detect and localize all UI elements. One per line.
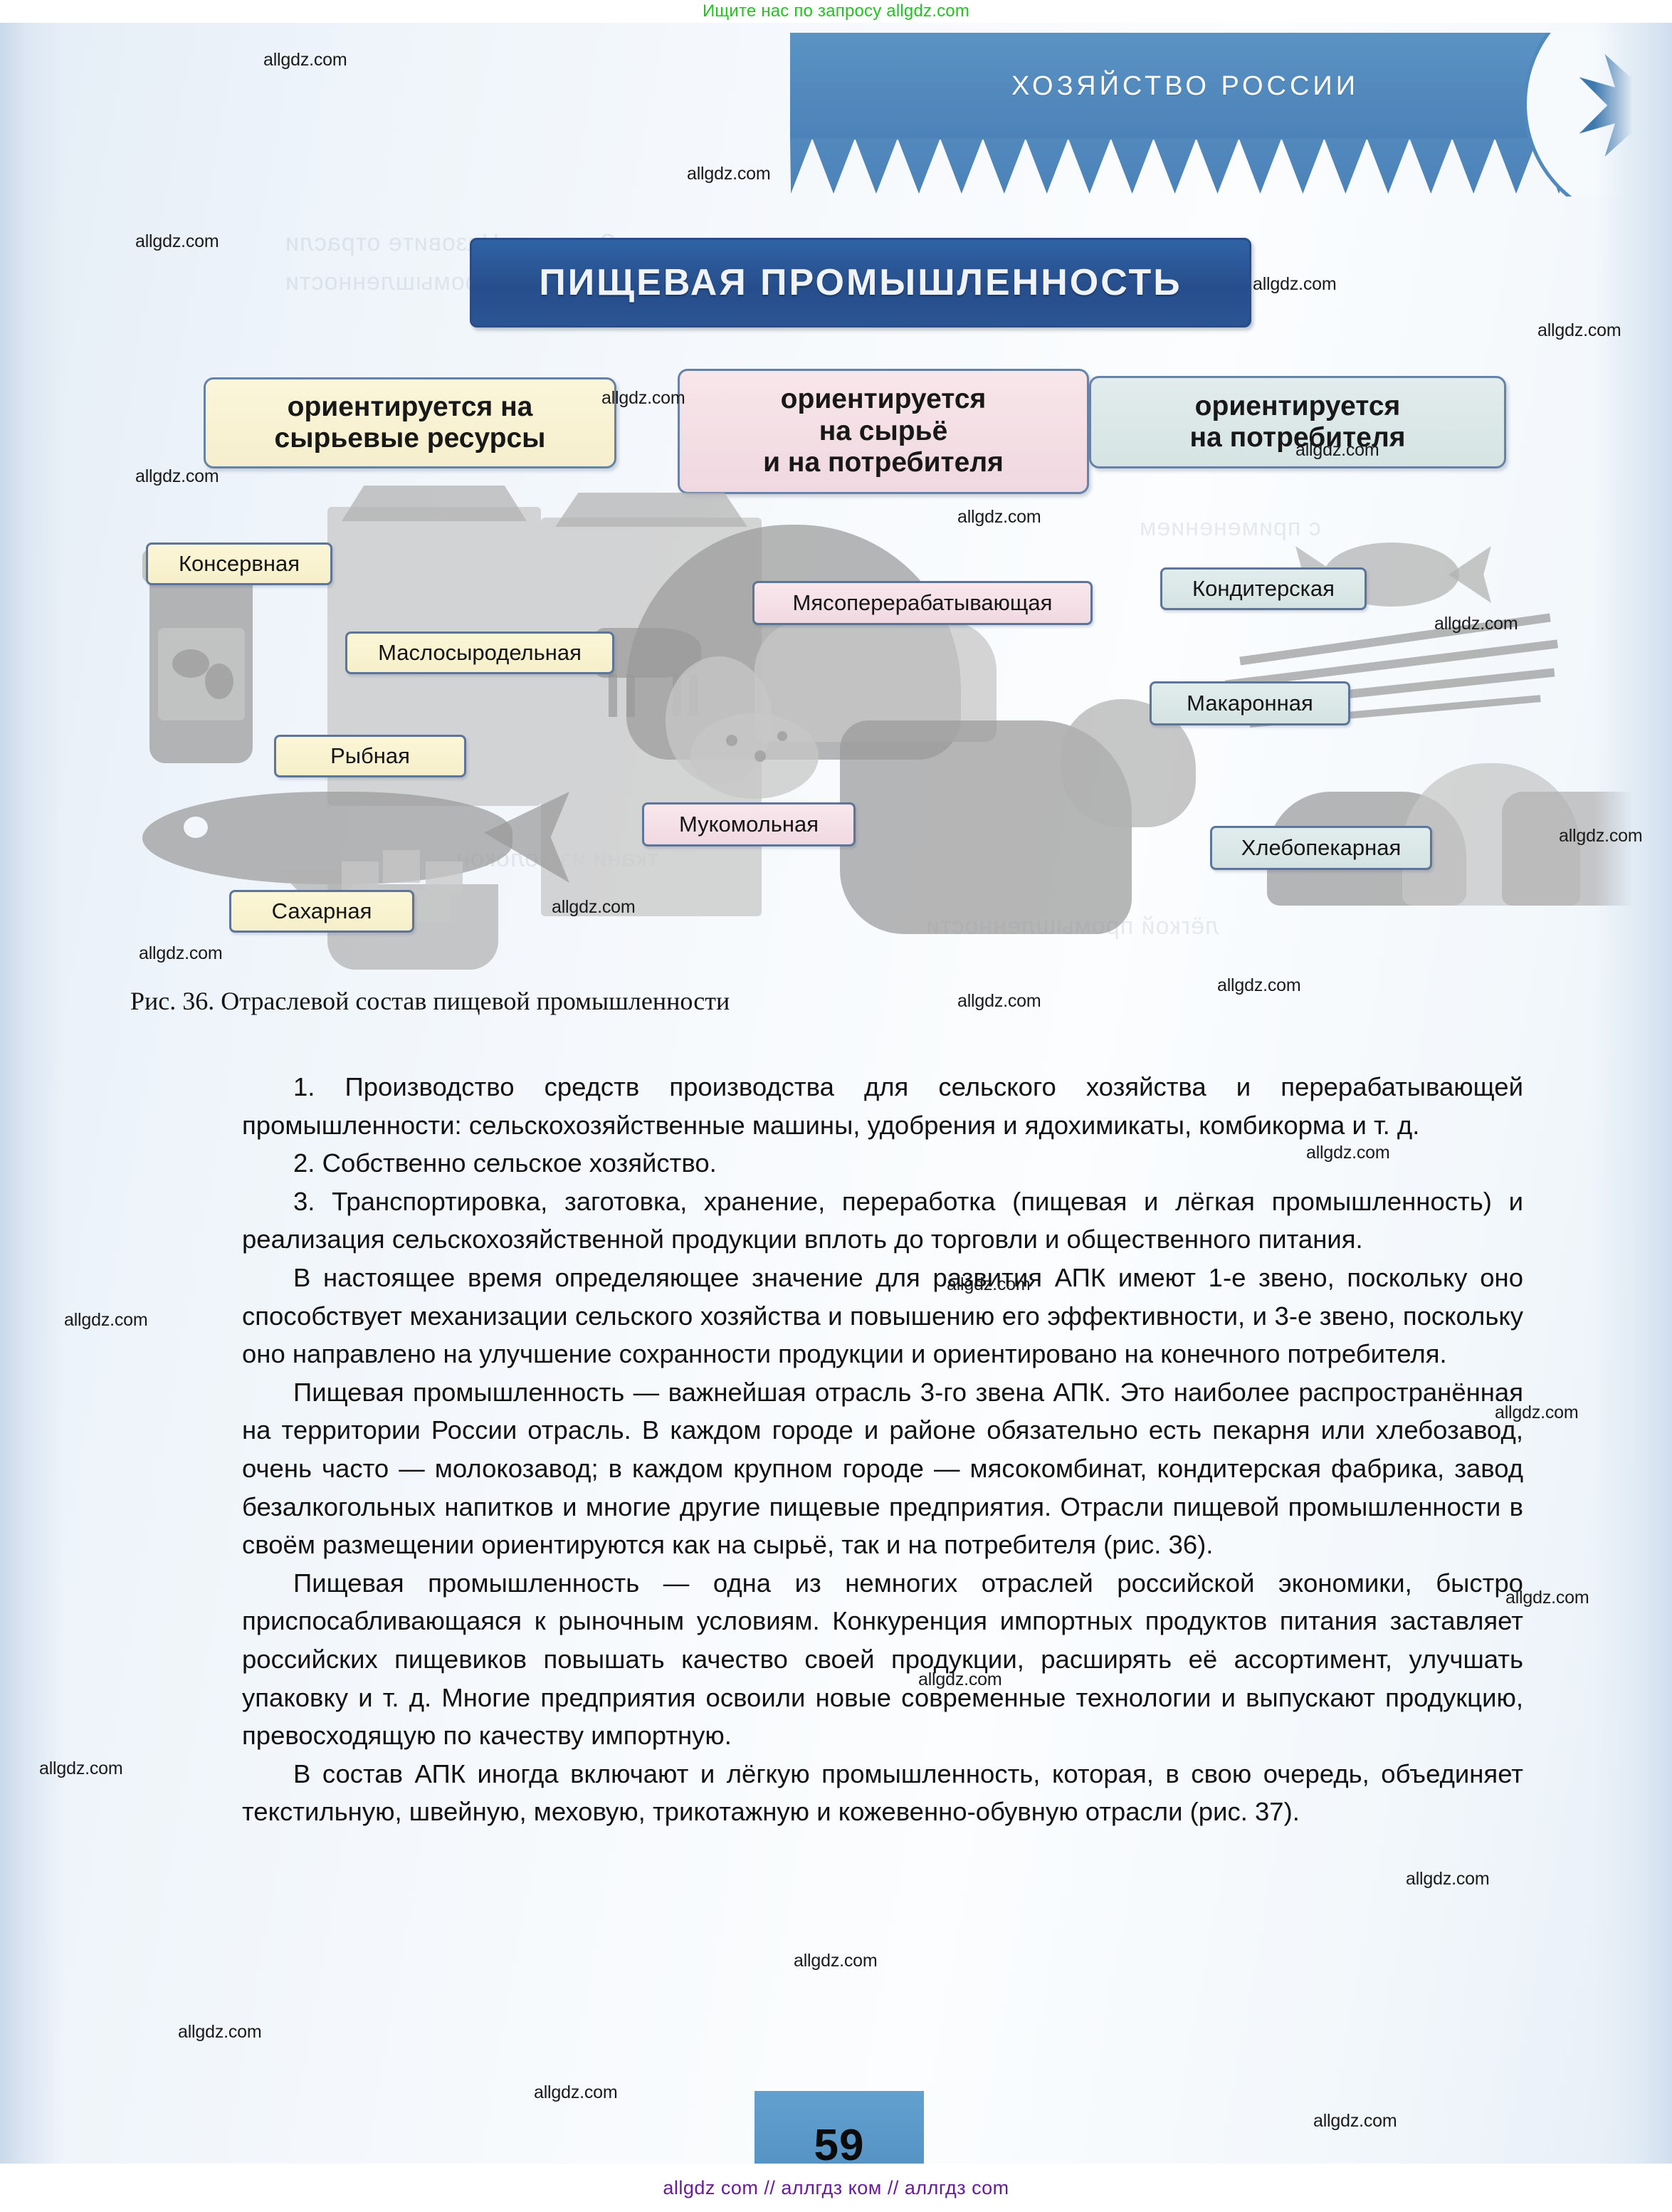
orientation-box-label: ориентируется на сырьевые ресурсы: [274, 391, 546, 454]
watermark-text: allgdz.com: [1495, 1403, 1579, 1422]
watermark-text: allgdz.com: [1217, 975, 1301, 995]
orientation-box-raw-materials: ориентируется на сырьевые ресурсы: [204, 377, 616, 468]
watermark-text: allgdz.com: [1434, 614, 1518, 634]
cow-leg-illustration: [609, 674, 617, 717]
watermark-text: allgdz.com: [957, 507, 1041, 527]
industry-label-text: Макаронная: [1187, 691, 1313, 716]
industry-label-saharnaya: Сахарная: [229, 890, 414, 933]
watermark-text: allgdz.com: [957, 991, 1041, 1011]
industry-label-konservnaya: Консервная: [146, 542, 332, 585]
bread-loaf-illustration: [1502, 792, 1672, 906]
jar-contents-illustration: [172, 649, 209, 678]
orientation-box-consumer: ориентируется на потребителя: [1089, 376, 1506, 468]
industry-label-konditerskaya: Кондитерская: [1160, 567, 1367, 610]
industry-label-text: Сахарная: [271, 898, 372, 923]
page-number: 59: [814, 2120, 865, 2170]
orientation-box-mixed: ориентируется на сырьё и на потребителя: [678, 369, 1089, 494]
industry-label-text: Мукомольная: [678, 812, 819, 837]
watermark-text: allgdz.com: [1406, 1869, 1490, 1889]
eight-point-star-icon: [1579, 41, 1672, 169]
jar-contents-illustration: [205, 664, 233, 699]
industry-label-myasopererabatyvayushchaya: Мясоперерабатывающая: [752, 581, 1093, 625]
industry-label-text: Хлебопекарная: [1241, 835, 1402, 860]
industry-label-text: Кондитерская: [1192, 576, 1335, 601]
watermark-text: allgdz.com: [1306, 1143, 1390, 1163]
textbook-page: ХОЗЯЙСТВО РОССИИ Задание. Назовите отрас…: [0, 23, 1672, 2199]
figure-caption: Рис. 36. Отраслевой состав пищевой промы…: [130, 987, 730, 1015]
paragraph: В состав АПК иногда включают и лёгкую пр…: [242, 1758, 1523, 1827]
watermark-text: allgdz.com: [64, 1310, 148, 1330]
banner-zigzag-edge: [790, 138, 1580, 194]
footer-strip: allgdz com // аллгдз ком // аллгдз com: [0, 2164, 1672, 2212]
paragraph: Пищевая промышленность — одна из немноги…: [242, 1568, 1523, 1751]
milk-carton-top-illustration: [342, 486, 527, 521]
cookie-crumb-illustration: [726, 735, 737, 746]
cookie-crumb-illustration: [777, 731, 787, 741]
industry-label-rybnaya: Рыбная: [274, 735, 466, 777]
promo-text: Ищите нас по запросу allgdz.com: [702, 1, 970, 21]
industry-label-text: Рыбная: [330, 743, 410, 768]
watermark-text: allgdz.com: [918, 1670, 1002, 1689]
watermark-text: allgdz.com: [1253, 274, 1337, 294]
banner-title: ХОЗЯЙСТВО РОССИИ: [1011, 70, 1360, 101]
milk-carton-top-illustration: [555, 493, 747, 527]
industry-label-text: Маслосыродельная: [378, 640, 582, 665]
watermark-text: allgdz.com: [534, 2082, 618, 2102]
watermark-text: allgdz.com: [601, 388, 685, 408]
watermark-text: allgdz.com: [1537, 320, 1621, 340]
cookie-crumb-illustration: [754, 750, 766, 762]
sugar-cube-illustration: [414, 890, 451, 923]
watermark-text: allgdz.com: [794, 1951, 878, 1971]
footer-text: allgdz com // аллгдз ком // аллгдз com: [663, 2177, 1009, 2198]
watermark-text: allgdz.com: [687, 164, 771, 184]
candy-wrapper-illustration: [1448, 546, 1491, 603]
watermark-text: allgdz.com: [1295, 440, 1379, 460]
paragraph: 1. Производство средств производства для…: [242, 1072, 1523, 1140]
industry-label-text: Консервная: [178, 551, 300, 576]
watermark-text: allgdz.com: [178, 2022, 262, 2042]
watermark-text: allgdz.com: [135, 466, 219, 486]
sugar-cube-illustration: [426, 861, 463, 894]
paragraph: Пищевая промышленность — важнейшая отрас…: [242, 1377, 1523, 1560]
watermark-text: allgdz.com: [1505, 1588, 1589, 1608]
watermark-text: allgdz.com: [135, 231, 219, 251]
industry-label-text: Мясоперерабатывающая: [792, 590, 1053, 615]
running-head-banner: ХОЗЯЙСТВО РОССИИ: [790, 33, 1672, 196]
promo-strip: Ищите нас по запросу allgdz.com: [0, 0, 1672, 23]
paragraph: В настоящее время определяющее значение …: [242, 1262, 1523, 1369]
orientation-box-label: ориентируется на потребителя: [1189, 390, 1406, 453]
watermark-text: allgdz.com: [39, 1758, 123, 1778]
watermark-text: allgdz.com: [263, 50, 347, 70]
watermark-text: allgdz.com: [1313, 2111, 1397, 2131]
sugar-cube-illustration: [383, 850, 420, 883]
orientation-box-label: ориентируется на сырьё и на потребителя: [763, 384, 1004, 478]
industry-label-hlebopekarnaya: Хлебопекарная: [1210, 826, 1432, 870]
body-text: 1. Производство средств производства для…: [242, 1068, 1523, 1831]
diagram-title: ПИЩЕВАЯ ПРОМЫШЛЕННОСТЬ: [539, 262, 1182, 303]
paragraph: 2. Собственно сельское хозяйство.: [293, 1148, 717, 1178]
watermark-text: allgdz.com: [552, 897, 636, 917]
fish-eye-illustration: [184, 817, 208, 838]
banner-disc: [1523, 33, 1672, 196]
industry-label-mukomolnaya: Мукомольная: [642, 802, 856, 846]
diagram-title-box: ПИЩЕВАЯ ПРОМЫШЛЕННОСТЬ: [470, 238, 1251, 327]
watermark-text: allgdz.com: [947, 1274, 1031, 1294]
watermark-text: allgdz.com: [139, 943, 223, 963]
watermark-text: allgdz.com: [1559, 826, 1643, 846]
industry-label-maslosyrodelnaya: Маслосыродельная: [345, 631, 614, 674]
ghost-text: промышленности: [285, 268, 493, 295]
banner-background: [790, 33, 1580, 140]
industry-label-makaronnaya: Макаронная: [1150, 681, 1350, 725]
paragraph: 3. Транспортировка, заготовка, хранение,…: [242, 1186, 1523, 1254]
